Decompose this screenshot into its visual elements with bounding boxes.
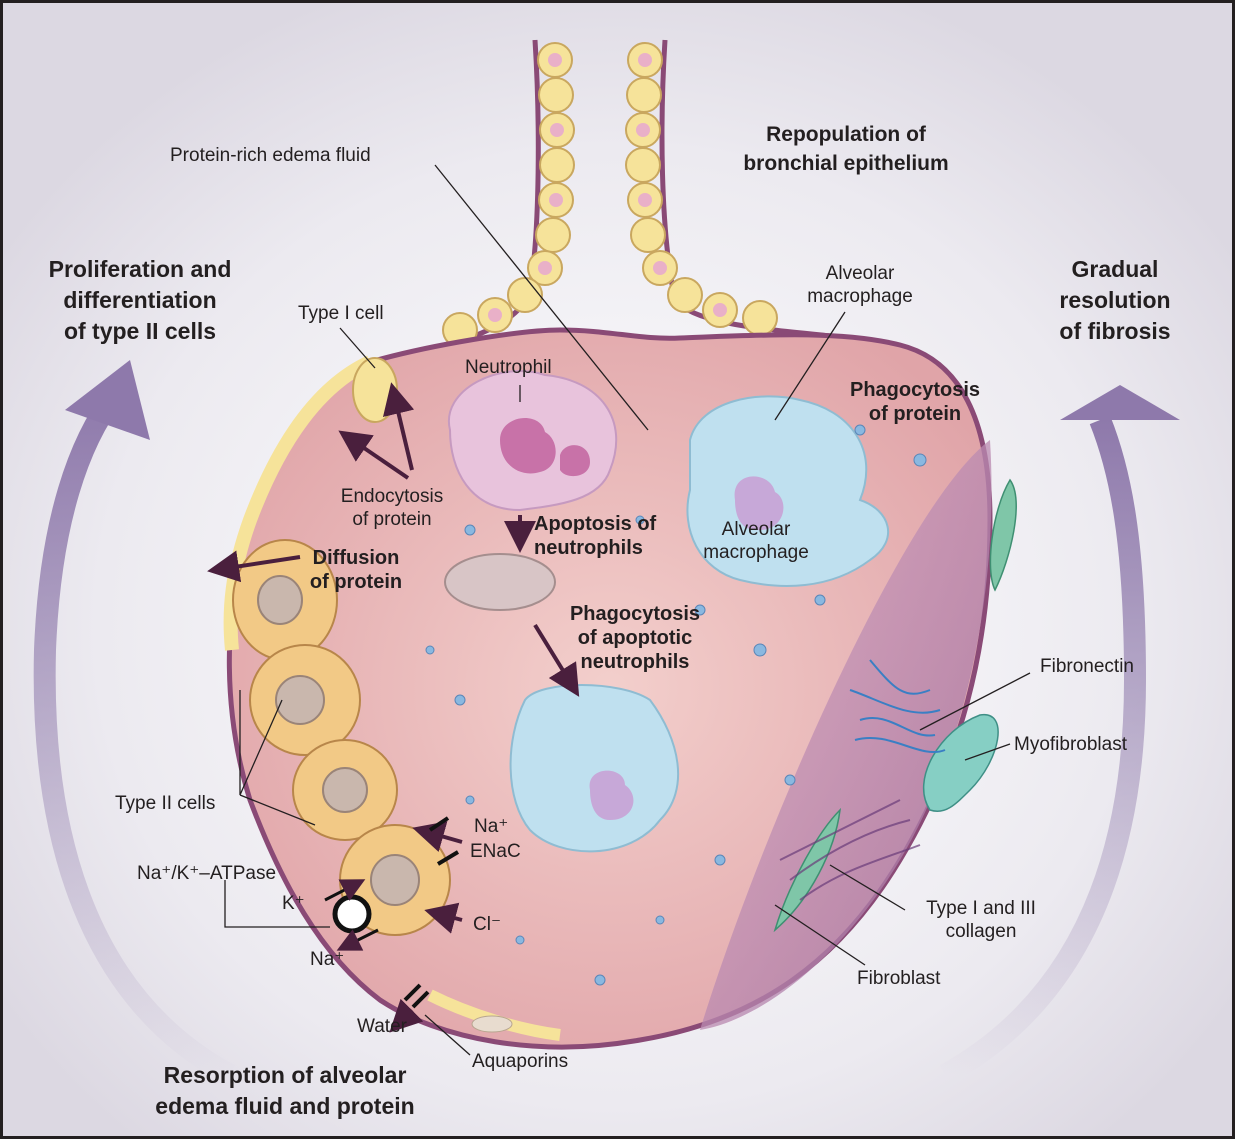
label-phagocytosis-apoptotic-line-1: Phagocytosis — [555, 602, 715, 626]
neutrophil-nucleus-lobe — [560, 445, 590, 476]
heading-resorption-line-2: edema fluid and protein — [130, 1091, 440, 1122]
label-enac: ENaC — [470, 840, 521, 863]
label-apoptosis-line-1: Apoptosis of — [534, 512, 656, 536]
label-collagen-line-1: Type I and III — [906, 897, 1056, 920]
label-endocytosis-line-2: of protein — [322, 508, 462, 531]
label-edema-fluid: Protein-rich edema fluid — [170, 144, 371, 167]
label-cl: Cl⁻ — [473, 913, 501, 936]
label-phagocytosis-apoptotic-line-2: of apoptotic — [555, 626, 715, 650]
label-alveolar-macrophage-outer-line-1: Alveolar — [780, 262, 940, 285]
label-type-i-cell: Type I cell — [298, 302, 384, 325]
label-apoptosis-line-2: neutrophils — [534, 536, 656, 560]
heading-repopulation-line-2: bronchial epithelium — [726, 149, 966, 178]
label-phagocytosis-protein: Phagocytosis of protein — [850, 378, 980, 426]
label-fibroblast: Fibroblast — [857, 967, 940, 990]
label-phagocytosis-protein-line-2: of protein — [850, 402, 980, 426]
label-phagocytosis-apoptotic-line-3: neutrophils — [555, 650, 715, 674]
atpase-pump — [335, 897, 369, 931]
heading-resorption: Resorption of alveolar edema fluid and p… — [130, 1060, 440, 1122]
label-alveolar-macrophage-inner-line-2: macrophage — [686, 541, 826, 564]
heading-fibrosis-line-3: of fibrosis — [1015, 316, 1215, 347]
label-collagen: Type I and III collagen — [906, 897, 1056, 943]
heading-resorption-line-1: Resorption of alveolar — [130, 1060, 440, 1091]
heading-fibrosis-line-1: Gradual — [1015, 254, 1215, 285]
label-na-bottom: Na⁺ — [310, 948, 344, 971]
label-water: Water — [357, 1015, 407, 1038]
heading-repopulation: Repopulation of bronchial epithelium — [726, 120, 966, 178]
label-neutrophil: Neutrophil — [465, 356, 552, 379]
label-na-enac: Na⁺ — [474, 815, 508, 838]
label-k: K⁺ — [282, 892, 305, 915]
heading-fibrosis-resolution: Gradual resolution of fibrosis — [1015, 254, 1215, 347]
heading-fibrosis-line-2: resolution — [1015, 285, 1215, 316]
label-aquaporins: Aquaporins — [472, 1050, 568, 1073]
label-diffusion-line-1: Diffusion — [295, 546, 417, 570]
label-alveolar-macrophage-inner-line-1: Alveolar — [686, 518, 826, 541]
label-myofibroblast: Myofibroblast — [1014, 733, 1127, 756]
heading-proliferation-line-1: Proliferation and — [18, 254, 262, 285]
label-alveolar-macrophage-inner: Alveolar macrophage — [686, 518, 826, 564]
phagocytosing-macrophage — [511, 685, 679, 851]
apoptotic-neutrophil — [445, 554, 555, 610]
label-alveolar-macrophage-outer-line-2: macrophage — [780, 285, 940, 308]
label-diffusion-line-2: of protein — [295, 570, 417, 594]
label-endocytosis-line-1: Endocytosis — [322, 485, 462, 508]
label-phagocytosis-apoptotic: Phagocytosis of apoptotic neutrophils — [555, 602, 715, 674]
label-apoptosis: Apoptosis of neutrophils — [534, 512, 656, 560]
label-fibronectin: Fibronectin — [1040, 655, 1134, 678]
label-phagocytosis-protein-line-1: Phagocytosis — [850, 378, 980, 402]
heading-proliferation-line-3: of type II cells — [18, 316, 262, 347]
label-diffusion: Diffusion of protein — [295, 546, 417, 594]
label-collagen-line-2: collagen — [906, 920, 1056, 943]
label-na-k-atpase: Na⁺/K⁺–ATPase — [137, 862, 276, 885]
heading-proliferation-line-2: differentiation — [18, 285, 262, 316]
label-alveolar-macrophage-outer: Alveolar macrophage — [780, 262, 940, 308]
label-endocytosis: Endocytosis of protein — [322, 485, 462, 531]
heading-repopulation-line-1: Repopulation of — [726, 120, 966, 149]
heading-proliferation: Proliferation and differentiation of typ… — [18, 254, 262, 347]
label-type-ii-cells: Type II cells — [115, 792, 215, 815]
basal-cell — [472, 1016, 512, 1032]
